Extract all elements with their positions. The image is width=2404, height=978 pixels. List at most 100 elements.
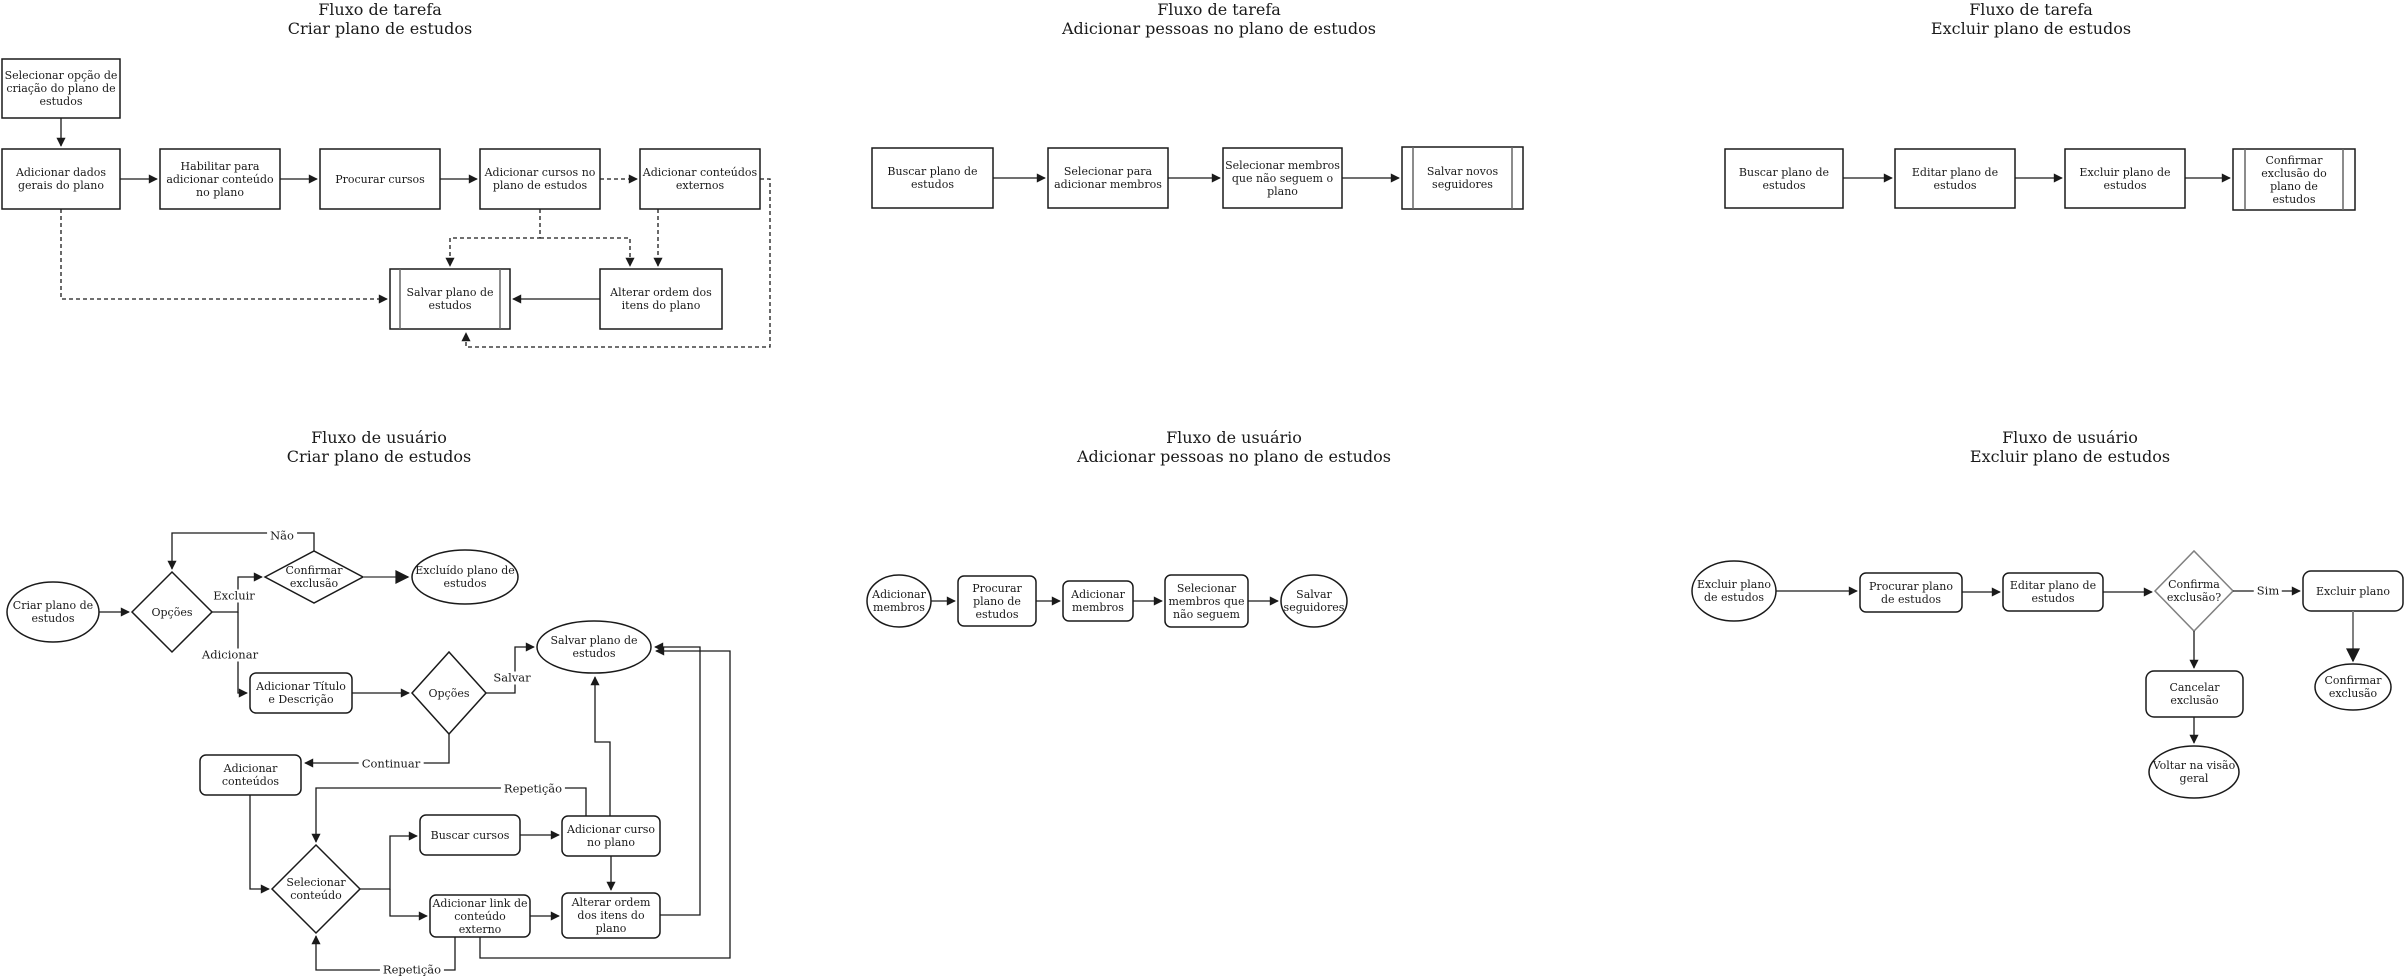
edge-link-loop-to-salvar	[479, 646, 731, 959]
node-buscar-plano-t3[interactable]	[1724, 148, 1844, 209]
node-alterar-ordem-itens[interactable]	[599, 268, 723, 330]
title-line: Criar plano de estudos	[286, 447, 472, 466]
node-label: Adicionar membros	[1071, 588, 1125, 614]
node-label: Excluído plano de estudos	[415, 564, 515, 590]
node-selecionar-para-adicionar[interactable]	[1047, 147, 1169, 209]
node-excluido-plano-fim[interactable]	[411, 549, 519, 605]
node-label: Adicionar cursos no plano de estudos	[484, 166, 596, 192]
edge-externos-loop-to-salvar-dashed	[461, 178, 771, 348]
node-salvar-novos-seguidores[interactable]	[1401, 146, 1524, 210]
node-voltar-visao-geral[interactable]	[2148, 745, 2240, 799]
node-label: Selecionar opção de criação do plano de …	[4, 69, 118, 108]
node-adicionar-dados-gerais[interactable]	[1, 148, 121, 210]
node-label: Habilitar para adicionar conteúdo no pla…	[166, 159, 274, 199]
node-label: Selecionar para adicionar membros	[1054, 165, 1162, 191]
title-line: Fluxo de usuário	[311, 428, 447, 447]
title-line: Fluxo de usuário	[2002, 428, 2138, 447]
edge-label-repeticao-topo: Repetição	[500, 782, 566, 796]
node-label: Excluir plano de estudos	[2079, 165, 2171, 192]
node-confirmar-exclusao-fim[interactable]	[2314, 663, 2392, 711]
edge-opcoes2-continuar	[304, 734, 450, 768]
node-label: Procurar cursos	[335, 172, 425, 186]
chart-title-usuario-excluir: Fluxo de usuário Excluir plano de estudo…	[1860, 428, 2280, 466]
node-salvar-plano-fim[interactable]	[536, 620, 652, 674]
node-label: Procurar plano de estudos	[972, 581, 1022, 621]
node-label: Adicionar curso no plano	[567, 823, 655, 849]
edge-selecionar-to-buscar	[360, 831, 418, 890]
node-label: Salvar plano de estudos	[550, 634, 638, 660]
node-label: Opções	[428, 686, 470, 700]
node-editar-plano-t3[interactable]	[1894, 148, 2016, 209]
node-label: Adicionar dados gerais do plano	[15, 166, 107, 192]
edge-label-nao: Não	[267, 529, 297, 543]
node-label: Confirma exclusão?	[2166, 578, 2222, 604]
node-label: Adicionar conteúdos externos	[642, 166, 758, 192]
node-label: Salvar seguidores	[1283, 588, 1345, 614]
chart-title-usuario-adicionar: Fluxo de usuário Adicionar pessoas no pl…	[1024, 428, 1444, 466]
title-line: Adicionar pessoas no plano de estudos	[1076, 447, 1392, 466]
edge-alterar-to-salvar-u	[654, 642, 701, 916]
edge-label-excluir: Excluir	[210, 589, 258, 603]
edge-conteudos-to-selecionar	[249, 795, 270, 894]
node-label: Confirmar exclusão	[285, 564, 343, 590]
node-habilitar-adicionar-conteudo[interactable]	[159, 148, 281, 210]
title-line: Fluxo de tarefa	[1969, 0, 2093, 19]
edge-label-repeticao-baixo: Repetição	[379, 963, 445, 977]
node-label: Voltar na visão geral	[2152, 759, 2236, 785]
chart-title-usuario-criar: Fluxo de usuário Criar plano de estudos	[169, 428, 589, 466]
edge-opcoes-adicionar	[237, 612, 248, 698]
edge-label-sim: Sim	[2253, 584, 2283, 598]
node-label: Buscar plano de estudos	[887, 165, 978, 191]
node-salvar-seguidores-fim[interactable]	[1280, 574, 1348, 628]
title-line: Adicionar pessoas no plano de estudos	[1061, 19, 1377, 38]
edge-dados-to-salvar-dashed	[60, 209, 388, 304]
node-label: Salvar plano de estudos	[406, 286, 494, 312]
node-label: Opções	[151, 605, 193, 619]
edge-label-salvar: Salvar	[490, 671, 534, 685]
title-line: Fluxo de tarefa	[1157, 0, 1281, 19]
node-label: Salvar novos seguidores	[1426, 165, 1499, 191]
node-label: Adicionar Título e Descrição	[256, 680, 346, 706]
chart-title-tarefa-excluir: Fluxo de tarefa Excluir plano de estudos	[1821, 0, 2241, 38]
node-confirmar-exclusao-subprocesso[interactable]	[2232, 148, 2356, 211]
edge-label-continuar: Continuar	[358, 757, 424, 771]
node-label: Procurar plano de estudos	[1869, 579, 1953, 606]
title-line: Fluxo de usuário	[1166, 428, 1302, 447]
node-selecionar-membros-nao-seguem[interactable]	[1222, 147, 1343, 209]
node-label: Adicionar membros	[872, 588, 926, 614]
edge-repeticao-topo	[311, 787, 587, 843]
node-salvar-plano-subprocesso[interactable]	[389, 268, 511, 330]
title-line: Fluxo de tarefa	[318, 0, 442, 19]
node-label: Selecionar conteúdo	[286, 876, 346, 902]
node-selecionar-opcao-criacao[interactable]	[1, 58, 121, 119]
node-label: Editar plano de estudos	[1911, 165, 1999, 192]
node-label: Alterar ordem dos itens do plano	[571, 896, 651, 935]
edge-opcoes2-salvar	[486, 642, 535, 694]
node-adicionar-conteudos-externos[interactable]	[639, 148, 761, 210]
node-label: Confirmar exclusão do plano de estudos	[2261, 153, 2327, 206]
title-line: Excluir plano de estudos	[1969, 447, 2171, 466]
chart-title-tarefa-adicionar: Fluxo de tarefa Adicionar pessoas no pla…	[1009, 0, 1429, 38]
node-label: Adicionar link de conteúdo externo	[432, 896, 528, 936]
chart-title-tarefa-criar: Fluxo de tarefa Criar plano de estudos	[170, 0, 590, 38]
edge-cursos-to-alterar-dashed	[540, 237, 635, 267]
edge-confirmar-nao-loop	[167, 532, 315, 570]
node-label: Buscar cursos	[430, 828, 510, 842]
node-label: Cancelar exclusão	[2169, 681, 2220, 707]
node-label: Criar plano de estudos	[12, 599, 94, 625]
edge-curso-to-salvar	[590, 676, 611, 816]
node-label: Confirmar exclusão	[2324, 674, 2382, 700]
node-label: Excluir plano de estudos	[1696, 578, 1772, 604]
node-label: Selecionar membros que não seguem o plan…	[1225, 158, 1340, 198]
edge-selecionar-to-link	[389, 889, 428, 921]
node-excluir-plano-t3[interactable]	[2064, 148, 2186, 209]
node-label: Alterar ordem dos itens do plano	[610, 286, 712, 312]
title-line: Excluir plano de estudos	[1930, 19, 2132, 38]
title-line: Criar plano de estudos	[287, 19, 473, 38]
node-label: Excluir plano	[2315, 584, 2391, 598]
edge-cursos-to-salvar-dashed	[445, 209, 541, 267]
node-label: Buscar plano de estudos	[1738, 165, 1830, 192]
node-label: Editar plano de estudos	[2009, 579, 2097, 605]
